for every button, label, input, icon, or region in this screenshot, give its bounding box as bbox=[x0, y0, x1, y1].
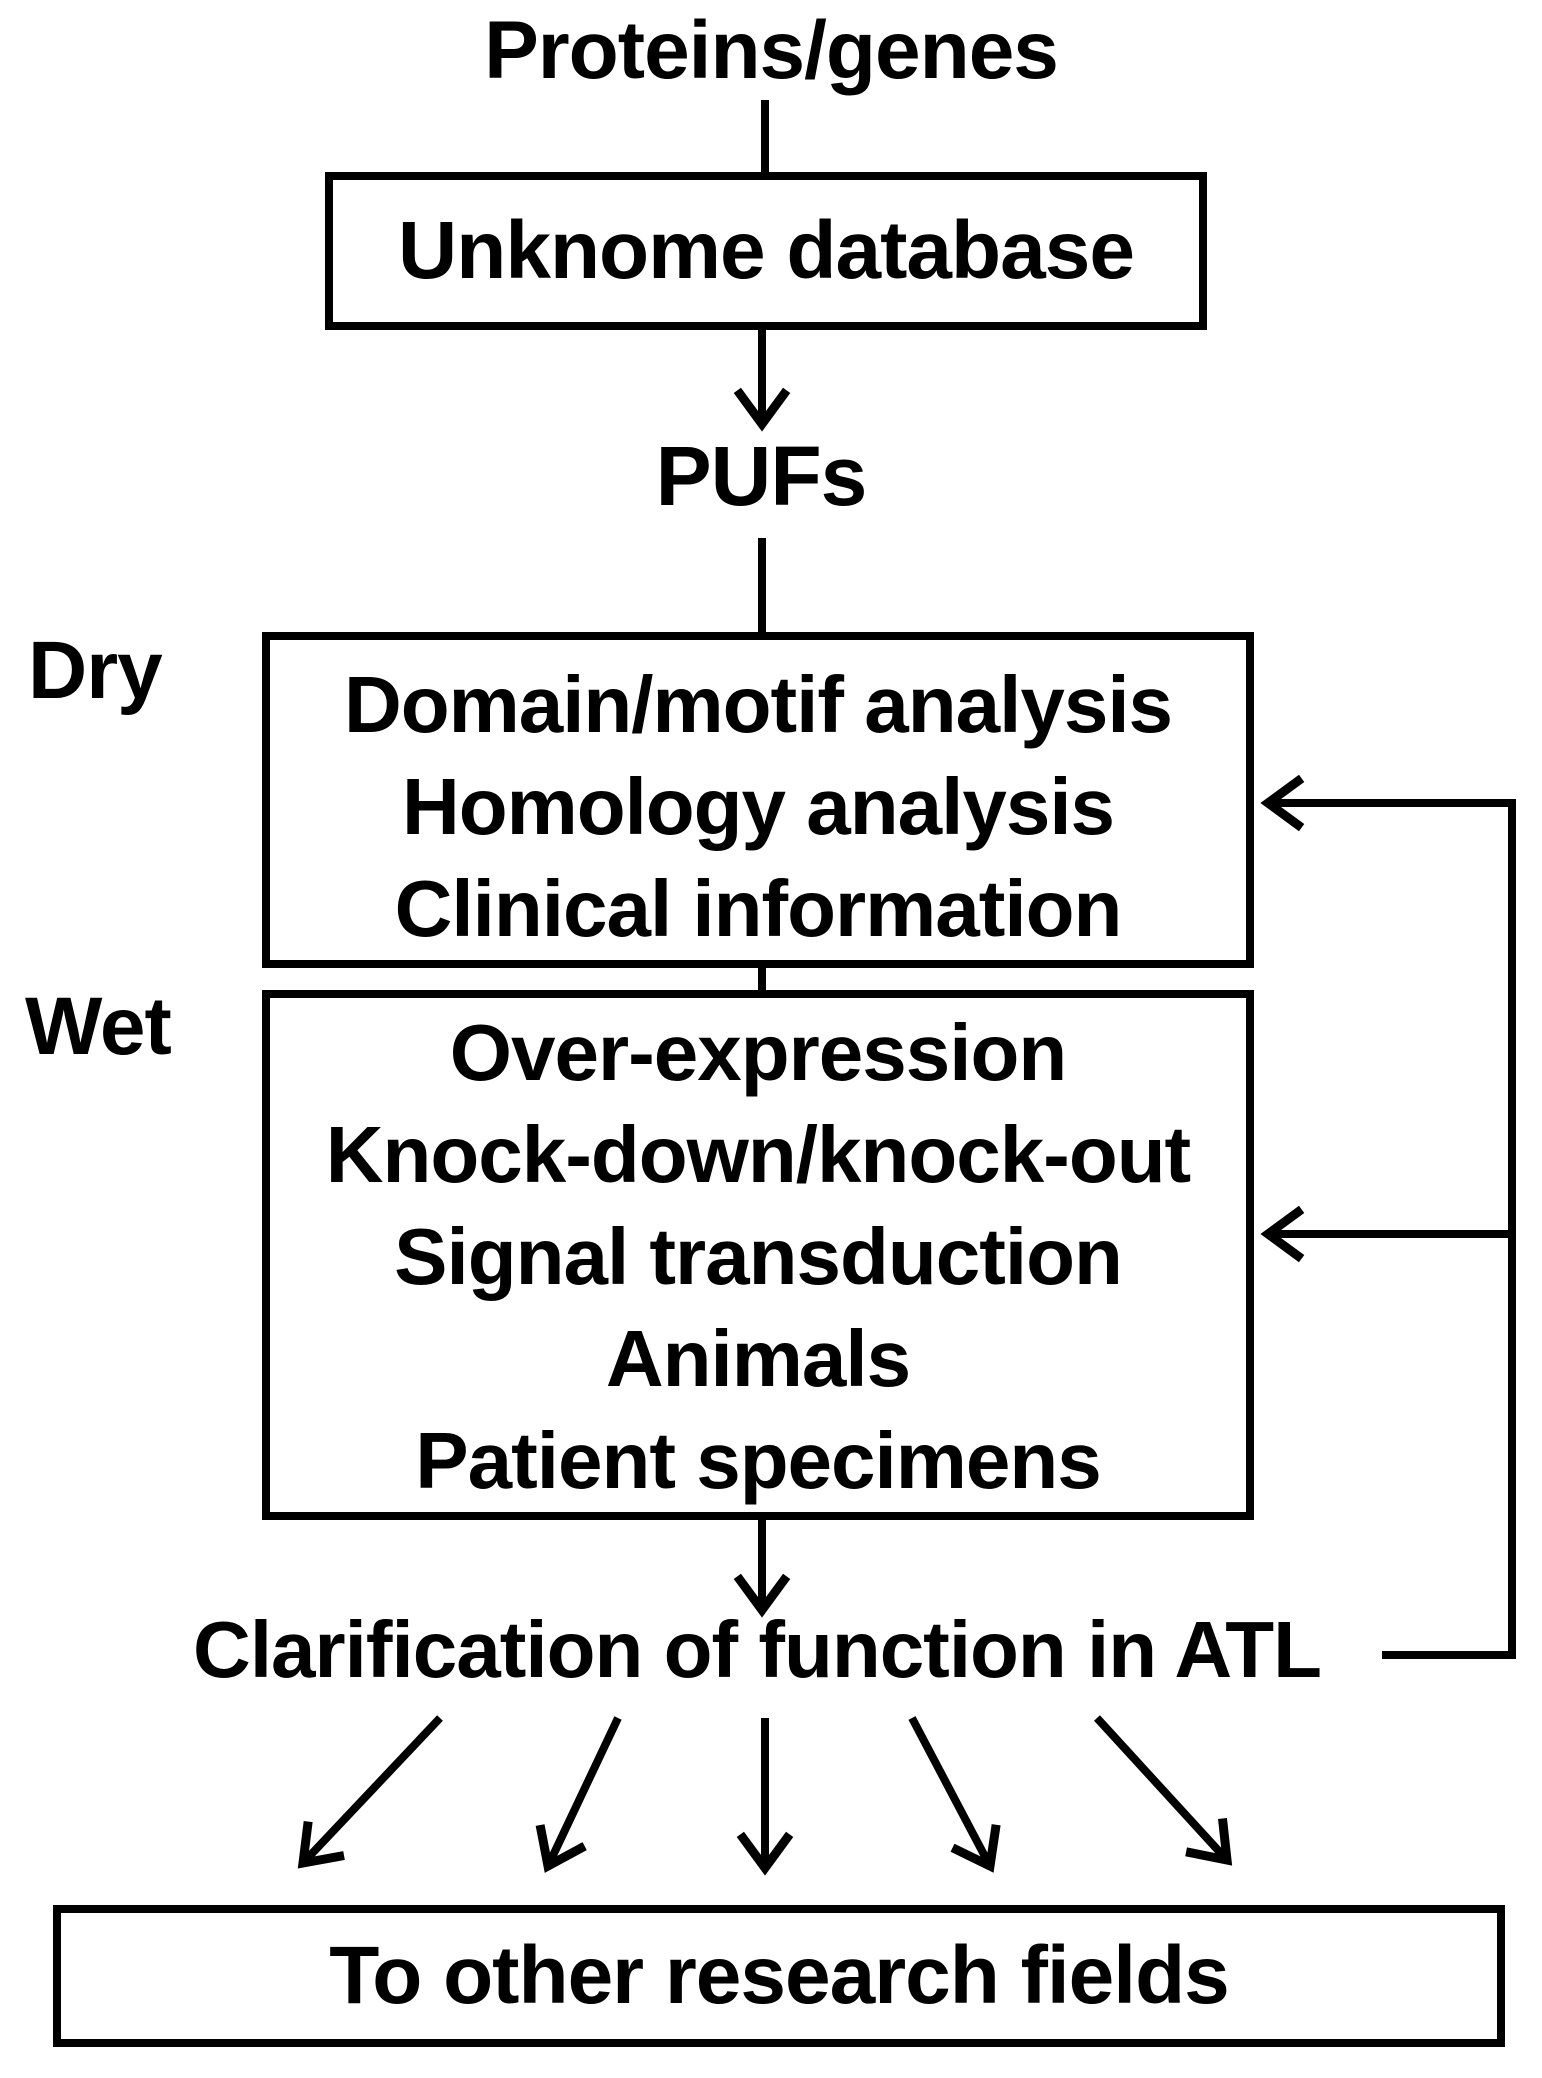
wet-item: Signal transduction bbox=[394, 1212, 1123, 1301]
clarification-label: Clarification of function in ATL bbox=[193, 1605, 1322, 1694]
dry-item: Homology analysis bbox=[401, 762, 1115, 851]
wet-section-label: Wet bbox=[25, 981, 172, 1072]
dry-analysis-box: Domain/motif analysis Homology analysis … bbox=[262, 632, 1254, 968]
database-box: Unknome database bbox=[325, 172, 1207, 330]
source-label: Proteins/genes bbox=[484, 5, 1059, 96]
wet-experiments-box: Over-expression Knock-down/knock-out Sig… bbox=[262, 990, 1254, 1520]
output-box-label: To other research fields bbox=[329, 1930, 1230, 2021]
wet-item: Patient specimens bbox=[415, 1416, 1102, 1505]
output-box: To other research fields bbox=[53, 1905, 1505, 2047]
fanout-arrow-1 bbox=[297, 1715, 443, 1869]
wet-item: Over-expression bbox=[449, 1008, 1067, 1097]
wet-item: Animals bbox=[605, 1314, 911, 1403]
dry-section-label: Dry bbox=[28, 625, 163, 716]
fanout-arrow-5 bbox=[1094, 1715, 1233, 1866]
fanout-arrow-2 bbox=[535, 1716, 622, 1873]
pufs-label: PUFs bbox=[655, 429, 868, 523]
dry-item: Clinical information bbox=[394, 864, 1123, 953]
dry-item: Domain/motif analysis bbox=[343, 660, 1173, 749]
feedback-line-to-dry-box bbox=[1260, 774, 1516, 1659]
wet-item: Knock-down/knock-out bbox=[325, 1110, 1191, 1199]
fanout-arrow-4 bbox=[908, 1716, 1001, 1873]
database-box-label: Unknome database bbox=[398, 205, 1135, 296]
